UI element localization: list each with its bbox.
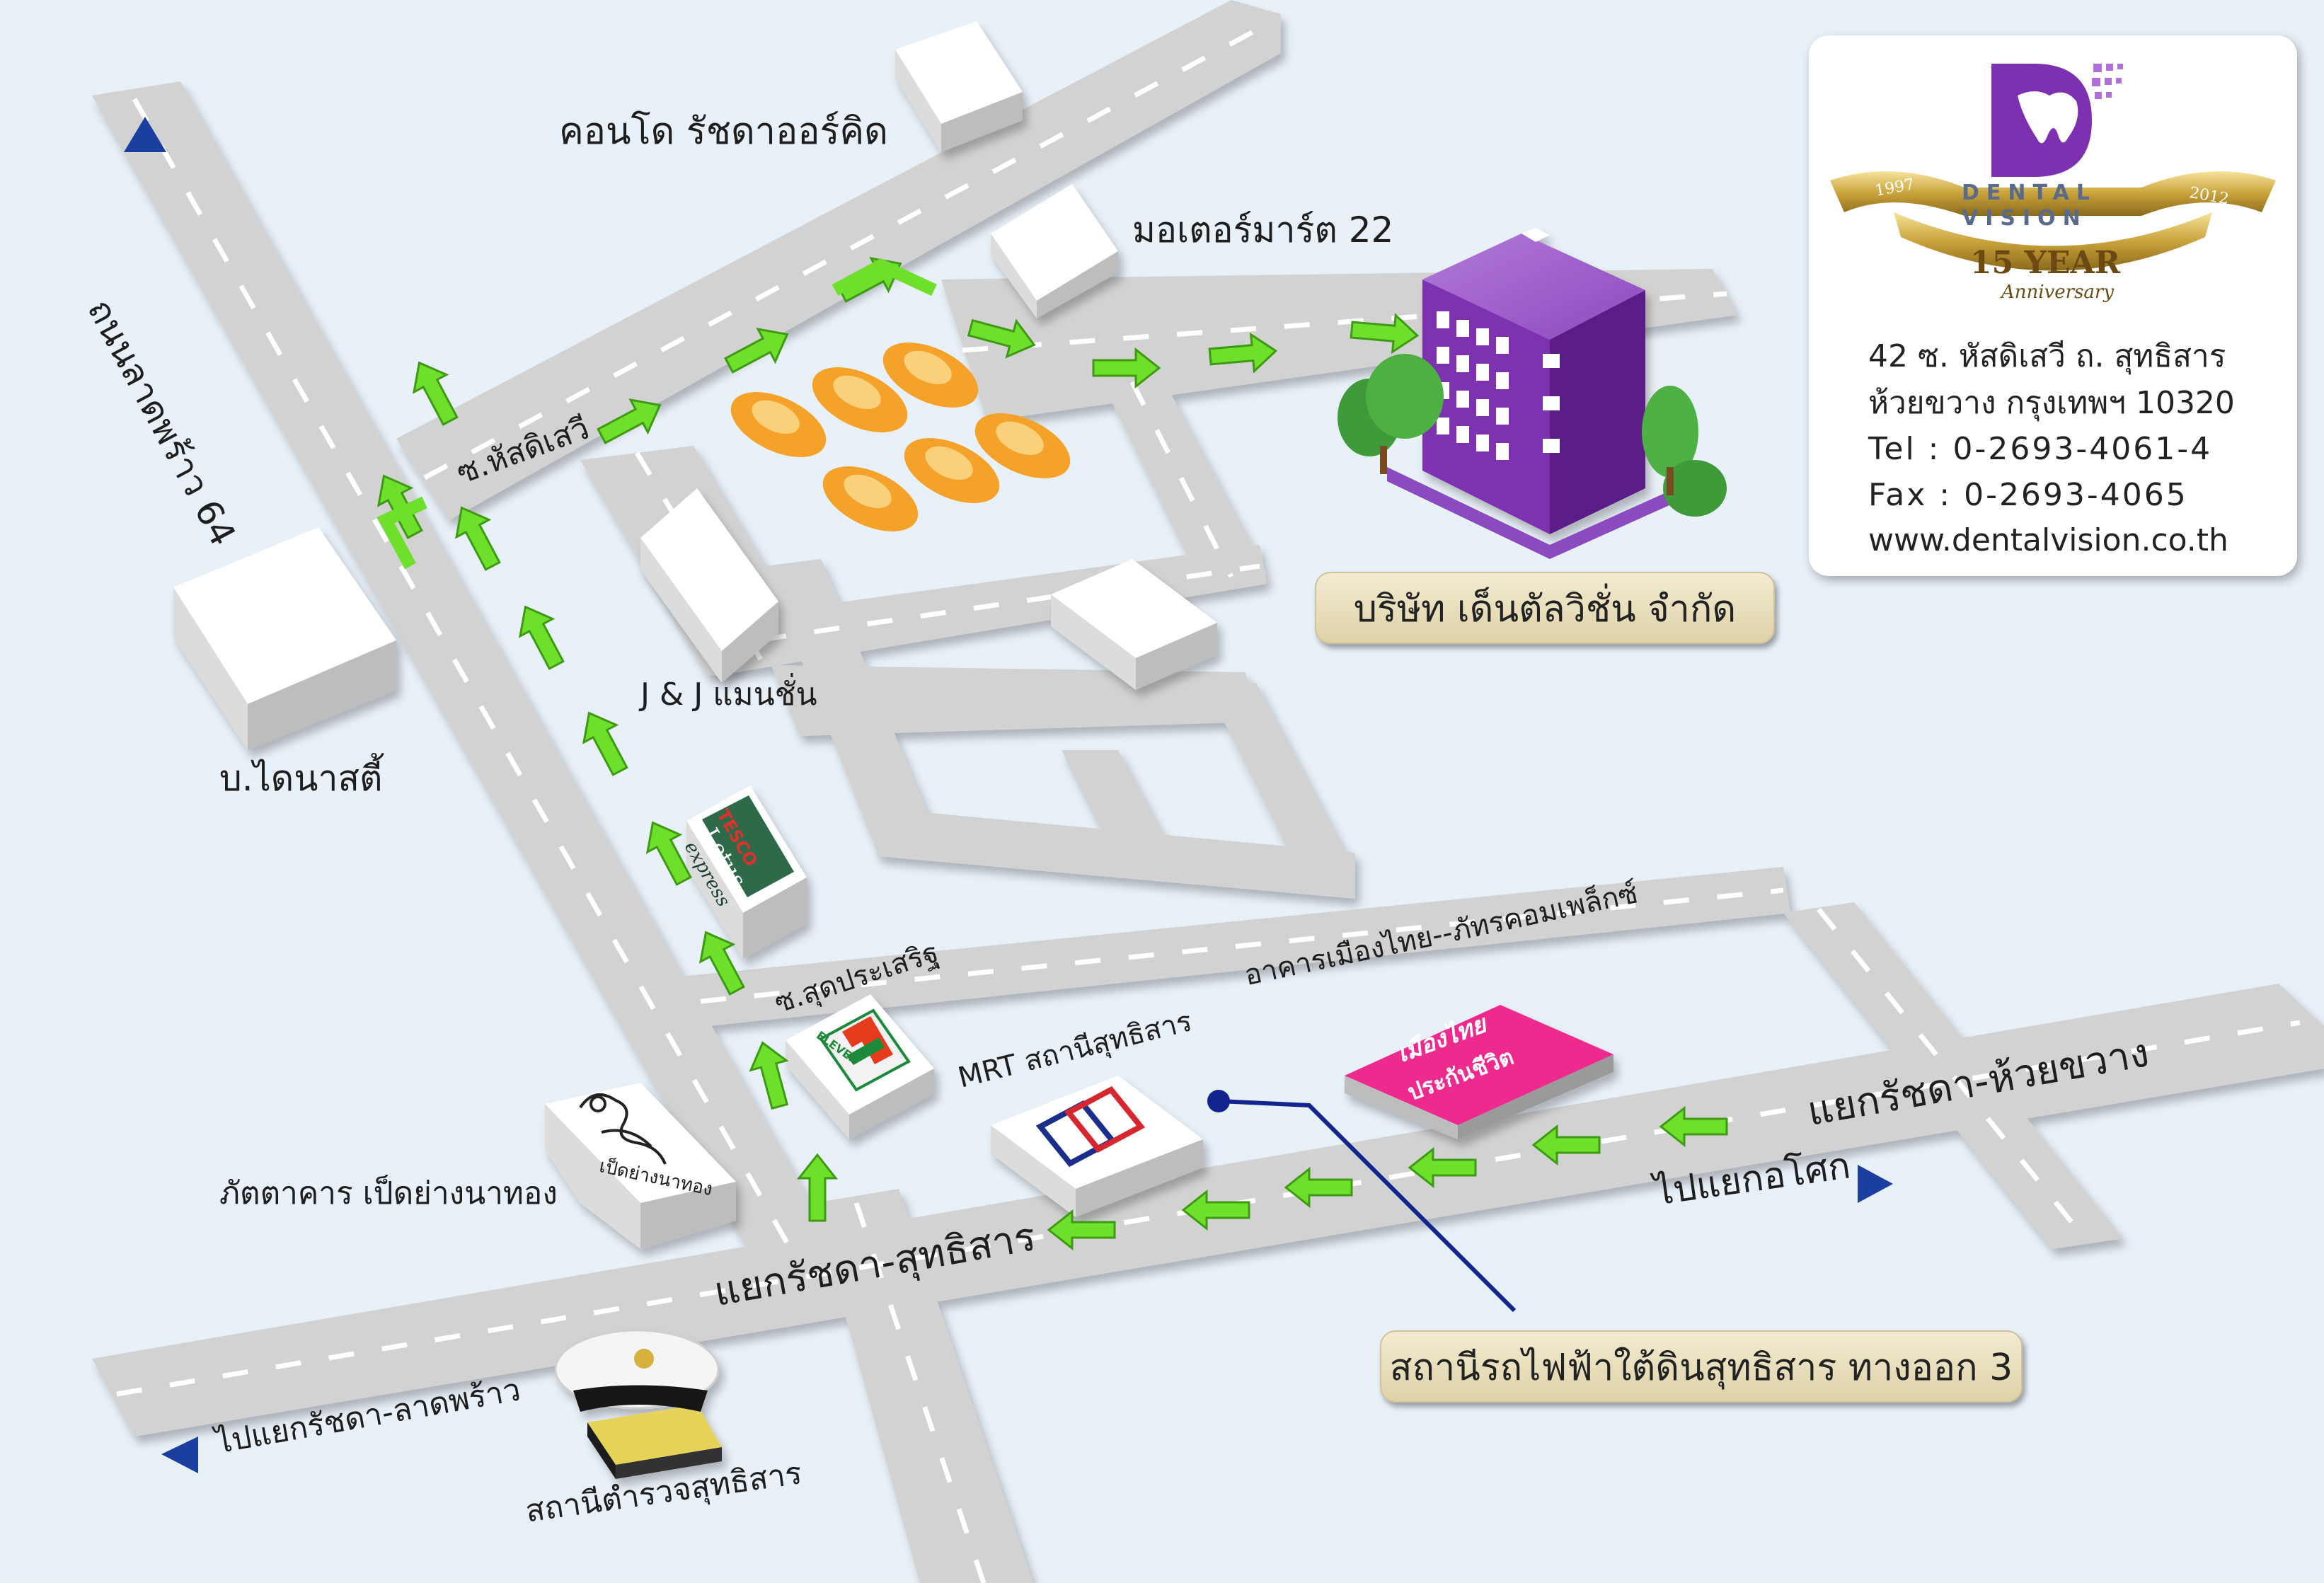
dental-building-base: [1387, 467, 1691, 559]
duck-logo-icon: [579, 1093, 667, 1165]
taxi-icon: [822, 466, 919, 531]
muang-thai-building: [1345, 1005, 1613, 1139]
road-inner-block-right: [1203, 679, 1355, 877]
loop-right-building: [1051, 559, 1217, 690]
contact-info-card: DENTAL VISION 1997 2012 15 YEAR Annivers…: [1809, 35, 2297, 576]
anniversary-script: Anniversary: [2001, 282, 2115, 303]
fax: Fax : 0-2693-4065: [1868, 477, 2188, 513]
taxi-icon: [730, 392, 827, 457]
green-arrow-icon: [367, 246, 1728, 1250]
taxi-icon: [974, 413, 1071, 478]
road-inner-block-bottom: [863, 807, 1355, 899]
taxi-icon: [812, 367, 908, 432]
telephone: Tel : 0-2693-4061-4: [1868, 431, 2213, 467]
address-line-2: ห้วยขวาง กรุงเทพฯ 10320: [1868, 385, 2235, 421]
condo-building: [895, 21, 1023, 152]
logo-pixel-dots: [2092, 64, 2123, 99]
landmark-condo-label: คอนโด รัชดาออร์คิด: [559, 110, 888, 153]
mrt-pointer-dot: [1207, 1090, 1230, 1112]
mrt-logo-icon: [1035, 1086, 1146, 1168]
police-cap-icon: [554, 1329, 722, 1479]
address-line-1: 42 ซ. หัสดิเสวี ถ. สุทธิสาร: [1868, 338, 2226, 374]
tesco-lotus-building: [686, 785, 807, 959]
blue-triangle-icon: [1858, 1165, 1893, 1203]
duck-restaurant-building: [545, 1083, 736, 1249]
motor-mart-building: [991, 184, 1118, 318]
logo-word-dental: DENTAL: [1962, 180, 2097, 205]
logo-word-vision: VISION: [1962, 206, 2088, 231]
tooth-logo-icon: [1991, 64, 2092, 177]
landmark-motor-mart-label: มอเตอร์มาร์ต 22: [1132, 209, 1394, 251]
company-callout: บริษัท เด็นตัลวิชั่น จำกัด: [1315, 572, 1775, 644]
road-soi-hatsadi-sawi-upper: [396, 0, 1281, 520]
taxi-icon: [882, 342, 979, 408]
road-inner-block-mid: [1062, 750, 1182, 877]
route-corner-top: [832, 258, 937, 297]
website-link[interactable]: www.dentalvision.co.th: [1868, 522, 2228, 558]
taxi-icon: [904, 438, 1000, 503]
landmark-dynasty-label: บ.ไดนาสตี้: [219, 758, 383, 799]
road-lat-phrao-64: [92, 81, 835, 1260]
anniversary-15-year: 15 YEAR: [1970, 245, 2121, 281]
tree-icon: [1338, 354, 1444, 474]
mrt-building: [991, 1076, 1203, 1217]
jj-mansion-building: [640, 488, 778, 683]
landmark-jj-mansion-label: J & J แมนชั่น: [640, 677, 817, 713]
mrt-exit-callout: สถานีรถไฟฟ้าใต้ดินสุทธิสาร ทางออก 3: [1380, 1330, 2023, 1403]
road-ratchada-cross-right: [1783, 902, 2123, 1249]
landmark-restaurant-label: ภัตตาคาร เป็ดย่างนาทอง: [219, 1175, 558, 1211]
road-soi-sut-prasert: [679, 867, 1790, 1026]
anniversary-swirl: [1894, 212, 2212, 271]
dental-building-windows: [1437, 311, 1560, 460]
anniversary-ribbon: [1830, 171, 2276, 216]
seven-eleven-logo-icon: [819, 1008, 911, 1092]
dental-vision-logo: [1830, 64, 2276, 271]
blue-triangle-icon: [161, 1437, 198, 1473]
road-ratchada-cross-bottom: [814, 1189, 1033, 1583]
mrt-pointer-line: [1218, 1099, 1517, 1313]
blue-triangle-icon: [124, 117, 166, 152]
dynasty-building: [173, 527, 396, 750]
seven-eleven-building: [786, 994, 934, 1139]
tree-icon: [1642, 386, 1727, 517]
route-corner-left: [376, 496, 427, 570]
